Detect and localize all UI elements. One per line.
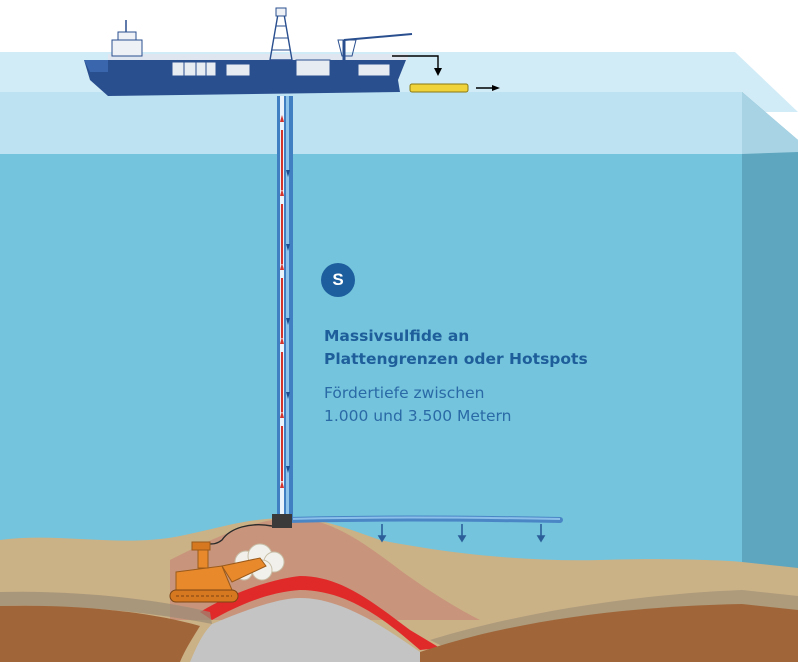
sediment-strata <box>0 591 212 624</box>
riser-upflow-arrows <box>280 115 284 488</box>
deposit-heading: Massivsulfide an Plattengrenzen oder Hot… <box>324 325 654 371</box>
sulfide-deposit-layer <box>200 576 440 650</box>
transfer-arrow <box>392 55 439 70</box>
deposit-heading-line-2: Plattengrenzen oder Hotspots <box>324 350 588 368</box>
deposit-heading-line-1: Massivsulfide an <box>324 327 470 345</box>
bedrock-right <box>420 604 798 662</box>
riser-downflow-arrows <box>286 170 290 473</box>
depth-description-line-2: 1.000 und 3.500 Metern <box>324 407 512 425</box>
shallow-water <box>0 92 742 154</box>
riser-pipe-inner-down <box>286 96 289 520</box>
transfer-arrow-head <box>434 68 442 76</box>
seafloor-transfer-pipe-highlight <box>287 516 561 520</box>
barge-direction-arrow-head <box>492 85 500 91</box>
bedrock-left <box>0 605 200 662</box>
seafloor-mining-crawler <box>169 541 267 603</box>
discharge-arrows <box>377 524 546 543</box>
mining-support-vessel <box>84 7 413 96</box>
depth-description-line-1: Fördertiefe zwischen <box>324 384 485 402</box>
ocean-side-face <box>742 92 798 662</box>
subsea-pump <box>272 514 292 528</box>
depth-description: Fördertiefe zwischen 1.000 und 3.500 Met… <box>324 382 654 428</box>
grey-rock <box>190 598 420 662</box>
ore-barge <box>409 83 469 93</box>
site-badge: S <box>321 263 355 297</box>
ocean-side-face-top <box>742 92 798 154</box>
riser-pipe <box>277 96 293 520</box>
